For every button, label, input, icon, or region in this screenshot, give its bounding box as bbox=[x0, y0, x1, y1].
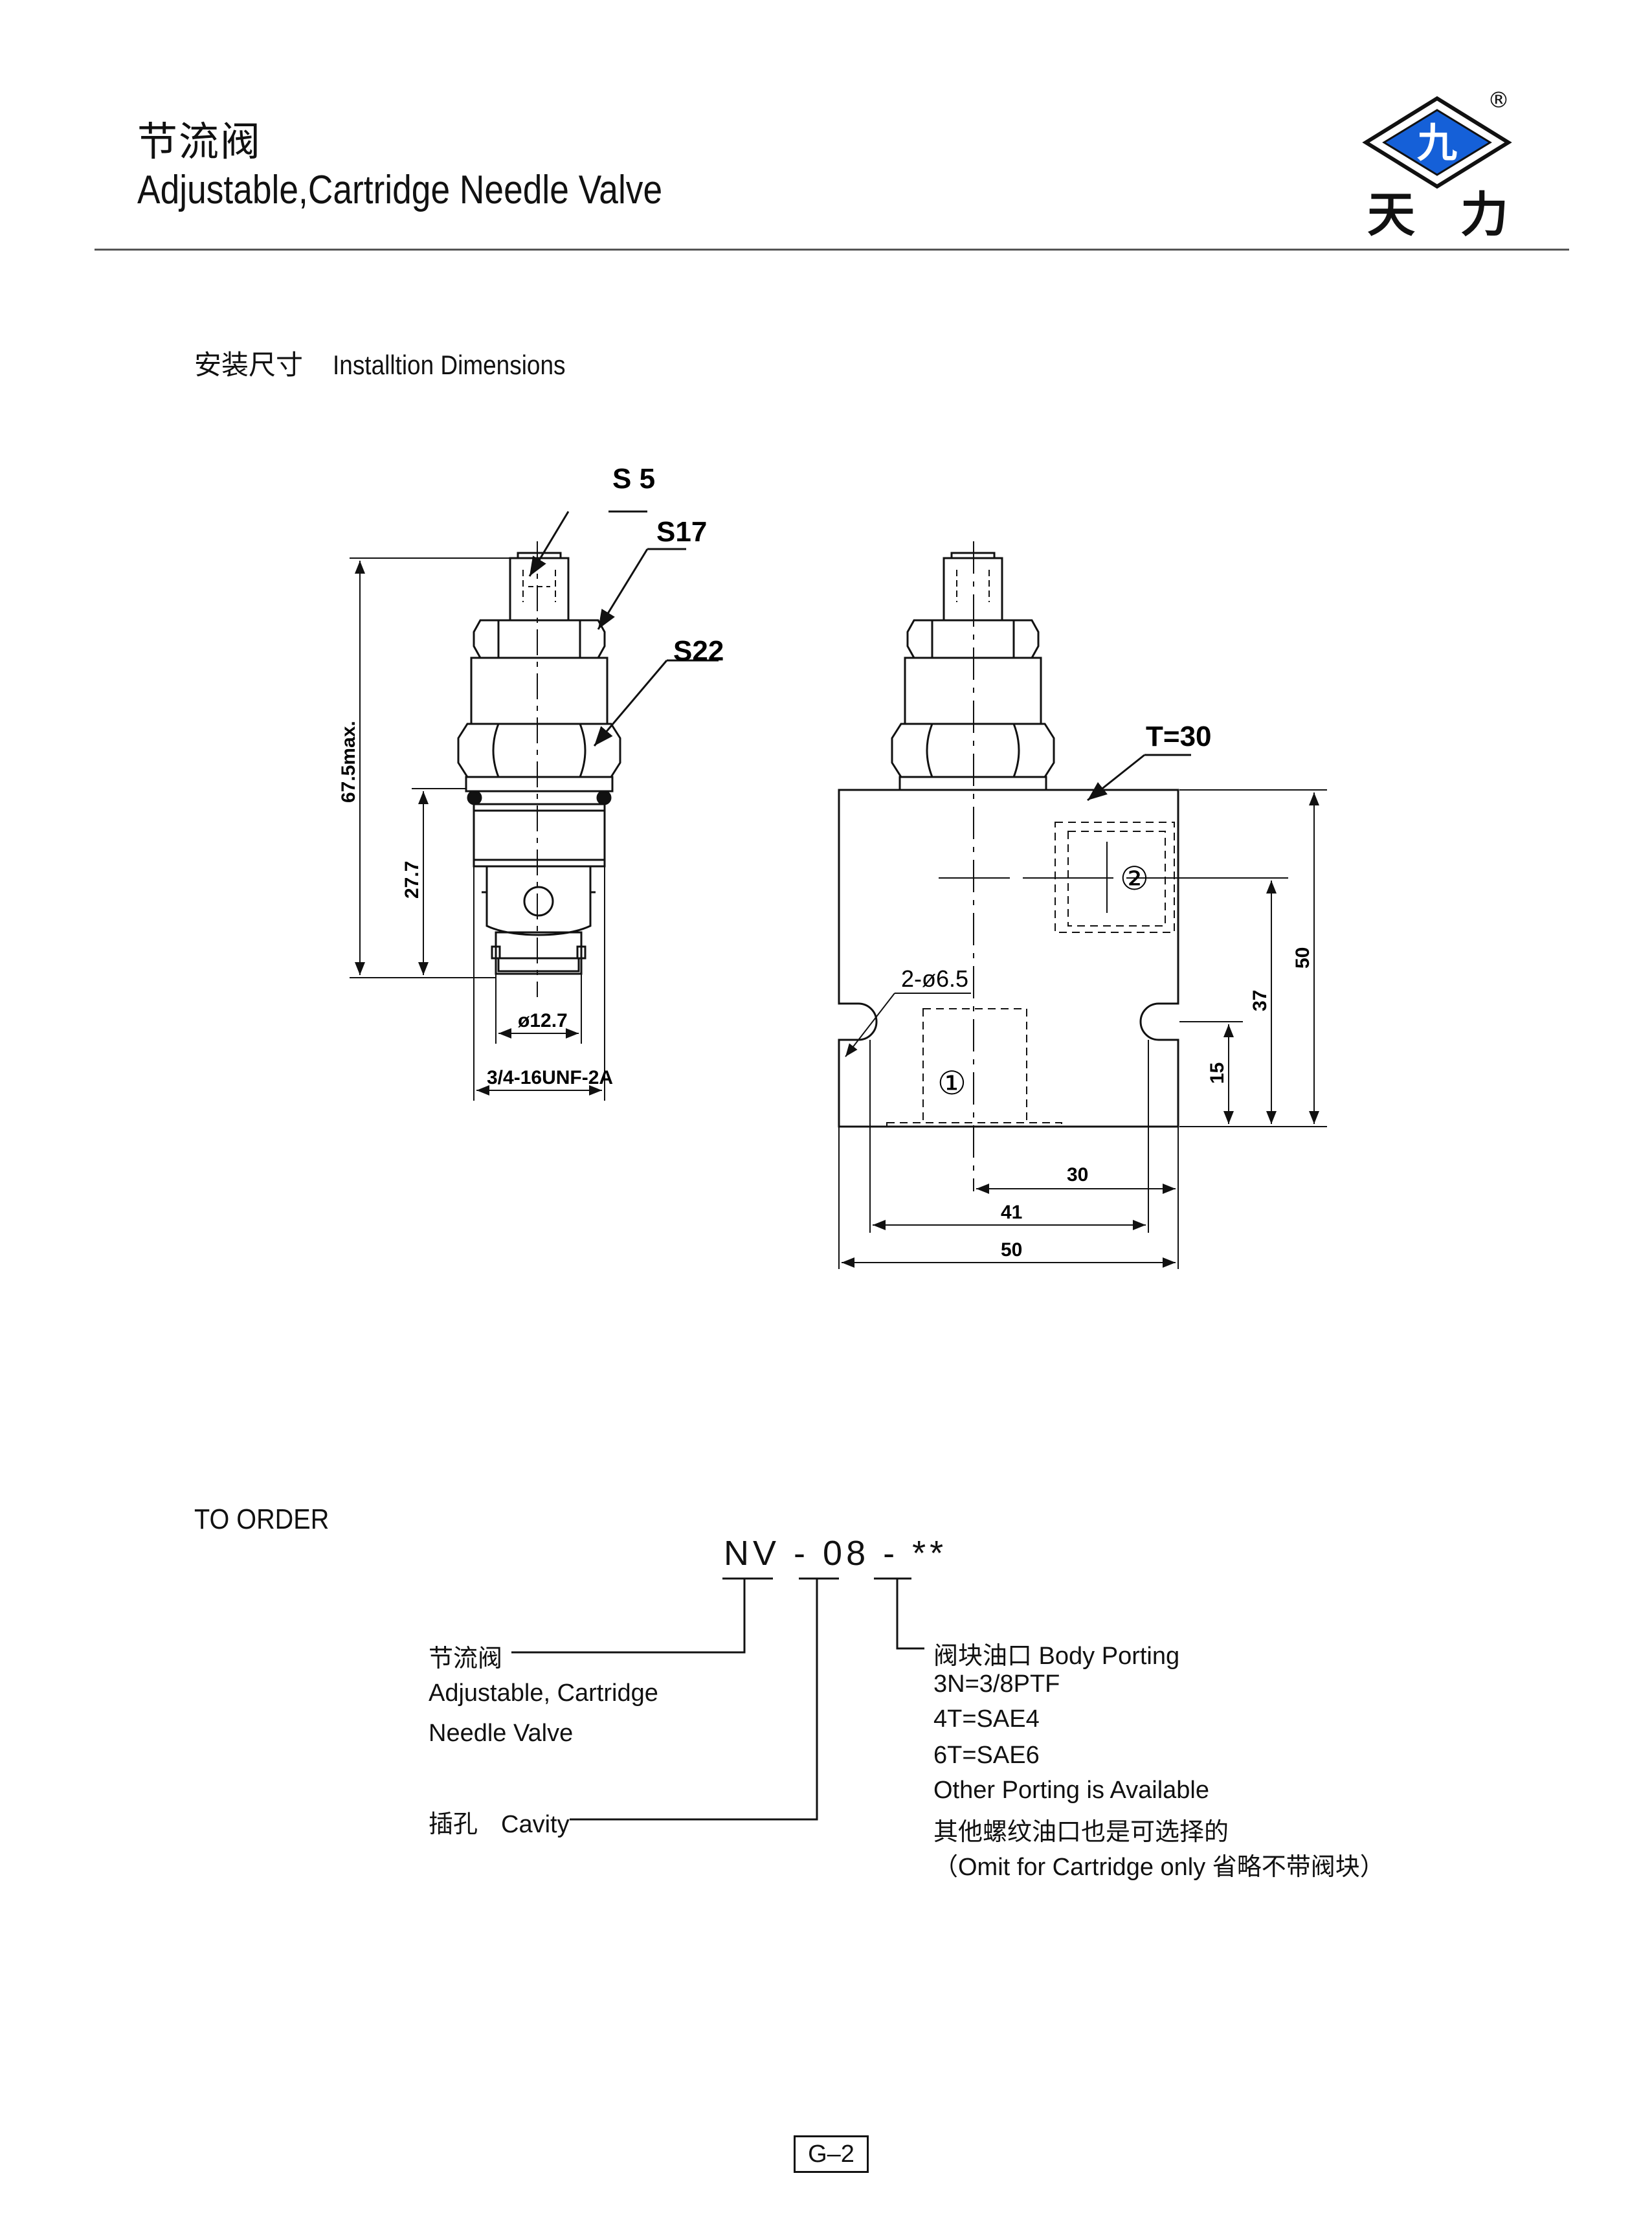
label-height-max: 67.5max. bbox=[338, 721, 359, 803]
logo-diamond-inner bbox=[1382, 109, 1492, 176]
header-divider bbox=[95, 249, 1569, 251]
order-code: NV - 08 - ** bbox=[724, 1533, 947, 1573]
label-mount-holes: 2-ø6.5 bbox=[901, 965, 968, 992]
port-2-label: ② bbox=[1120, 860, 1149, 897]
manifold-block bbox=[838, 789, 1179, 1128]
order-name-en-1: Adjustable, Cartridge bbox=[429, 1680, 658, 1707]
order-cavity-cn: 插孔 bbox=[429, 1811, 478, 1838]
order-cavity-label: 插孔 Cavity bbox=[429, 1804, 570, 1839]
label-thread-length: 27.7 bbox=[401, 861, 423, 899]
section-title-cn: 安装尺寸 bbox=[194, 350, 304, 380]
dim-30: 30 bbox=[1067, 1164, 1088, 1186]
logo-text: 天力 bbox=[1367, 187, 1554, 243]
order-cavity-en: Cavity bbox=[501, 1811, 570, 1838]
page-title-cn: 节流阀 bbox=[137, 120, 262, 164]
porting-omit-note: （Omit for Cartridge only 省略不带阀块） bbox=[933, 1854, 1385, 1881]
code-part-series: NV bbox=[724, 1534, 781, 1573]
code-part-porting: ** bbox=[912, 1534, 948, 1573]
dim-height-50: 50 bbox=[1292, 947, 1313, 969]
section-title: 安装尺寸 Installtion Dimensions bbox=[194, 343, 597, 383]
order-name-en-2: Needle Valve bbox=[429, 1720, 574, 1747]
order-connector-lines bbox=[511, 1577, 924, 1821]
dim-width-50: 50 bbox=[1001, 1239, 1022, 1261]
porting-option-6t: 6T=SAE6 bbox=[933, 1742, 1040, 1769]
page-title-en: Adjustable,Cartridge Needle Valve bbox=[137, 168, 663, 212]
brand-logo: 九 ® bbox=[1362, 87, 1512, 189]
page-number: G–2 bbox=[794, 2135, 869, 2173]
code-dash-1: - bbox=[794, 1534, 810, 1573]
hex-s22 bbox=[457, 723, 621, 778]
cartridge-stem bbox=[509, 557, 570, 622]
logo-glyph: 九 bbox=[1417, 119, 1457, 166]
porting-option-3n: 3N=3/8PTF bbox=[933, 1670, 1060, 1698]
order-heading: TO ORDER bbox=[194, 1503, 329, 1535]
dim-37: 37 bbox=[1249, 990, 1271, 1011]
code-part-cavity: 08 bbox=[823, 1534, 870, 1573]
block-view bbox=[838, 541, 1327, 1269]
installation-drawing: S 5 S17 S22 67.5max. 27.7 ø12.7 3/4-16UN… bbox=[338, 463, 1327, 1269]
dim-15: 15 bbox=[1207, 1062, 1228, 1084]
porting-option-4t: 4T=SAE4 bbox=[933, 1705, 1040, 1733]
label-diameter: ø12.7 bbox=[518, 1010, 568, 1031]
label-thickness: T=30 bbox=[1146, 721, 1212, 752]
port-1-label: ① bbox=[937, 1065, 966, 1101]
nut-s17 bbox=[473, 619, 606, 659]
dim-41: 41 bbox=[1001, 1202, 1022, 1223]
porting-other-cn: 其他螺纹油口也是可选择的 bbox=[933, 1819, 1229, 1846]
cartridge-labels: S 5 S17 S22 67.5max. 27.7 ø12.7 3/4-16UN… bbox=[338, 463, 724, 1088]
porting-title: 阀块油口 Body Porting bbox=[933, 1643, 1180, 1670]
section-title-en: Installtion Dimensions bbox=[333, 350, 566, 380]
cartridge-body bbox=[470, 657, 608, 725]
code-dash-2: - bbox=[883, 1534, 899, 1573]
label-s22: S22 bbox=[673, 635, 724, 667]
cartridge-view bbox=[350, 510, 719, 1101]
porting-other-en: Other Porting is Available bbox=[933, 1777, 1209, 1804]
label-s5: S 5 bbox=[612, 463, 655, 495]
block-labels: T=30 2-ø6.5 ② ① 50 37 15 30 41 50 bbox=[901, 721, 1313, 1261]
order-name-cn: 节流阀 bbox=[429, 1645, 503, 1672]
label-thread: 3/4-16UNF-2A bbox=[487, 1067, 613, 1088]
registered-mark: ® bbox=[1488, 87, 1510, 113]
label-s17: S17 bbox=[656, 516, 707, 548]
thread-section bbox=[473, 803, 606, 868]
